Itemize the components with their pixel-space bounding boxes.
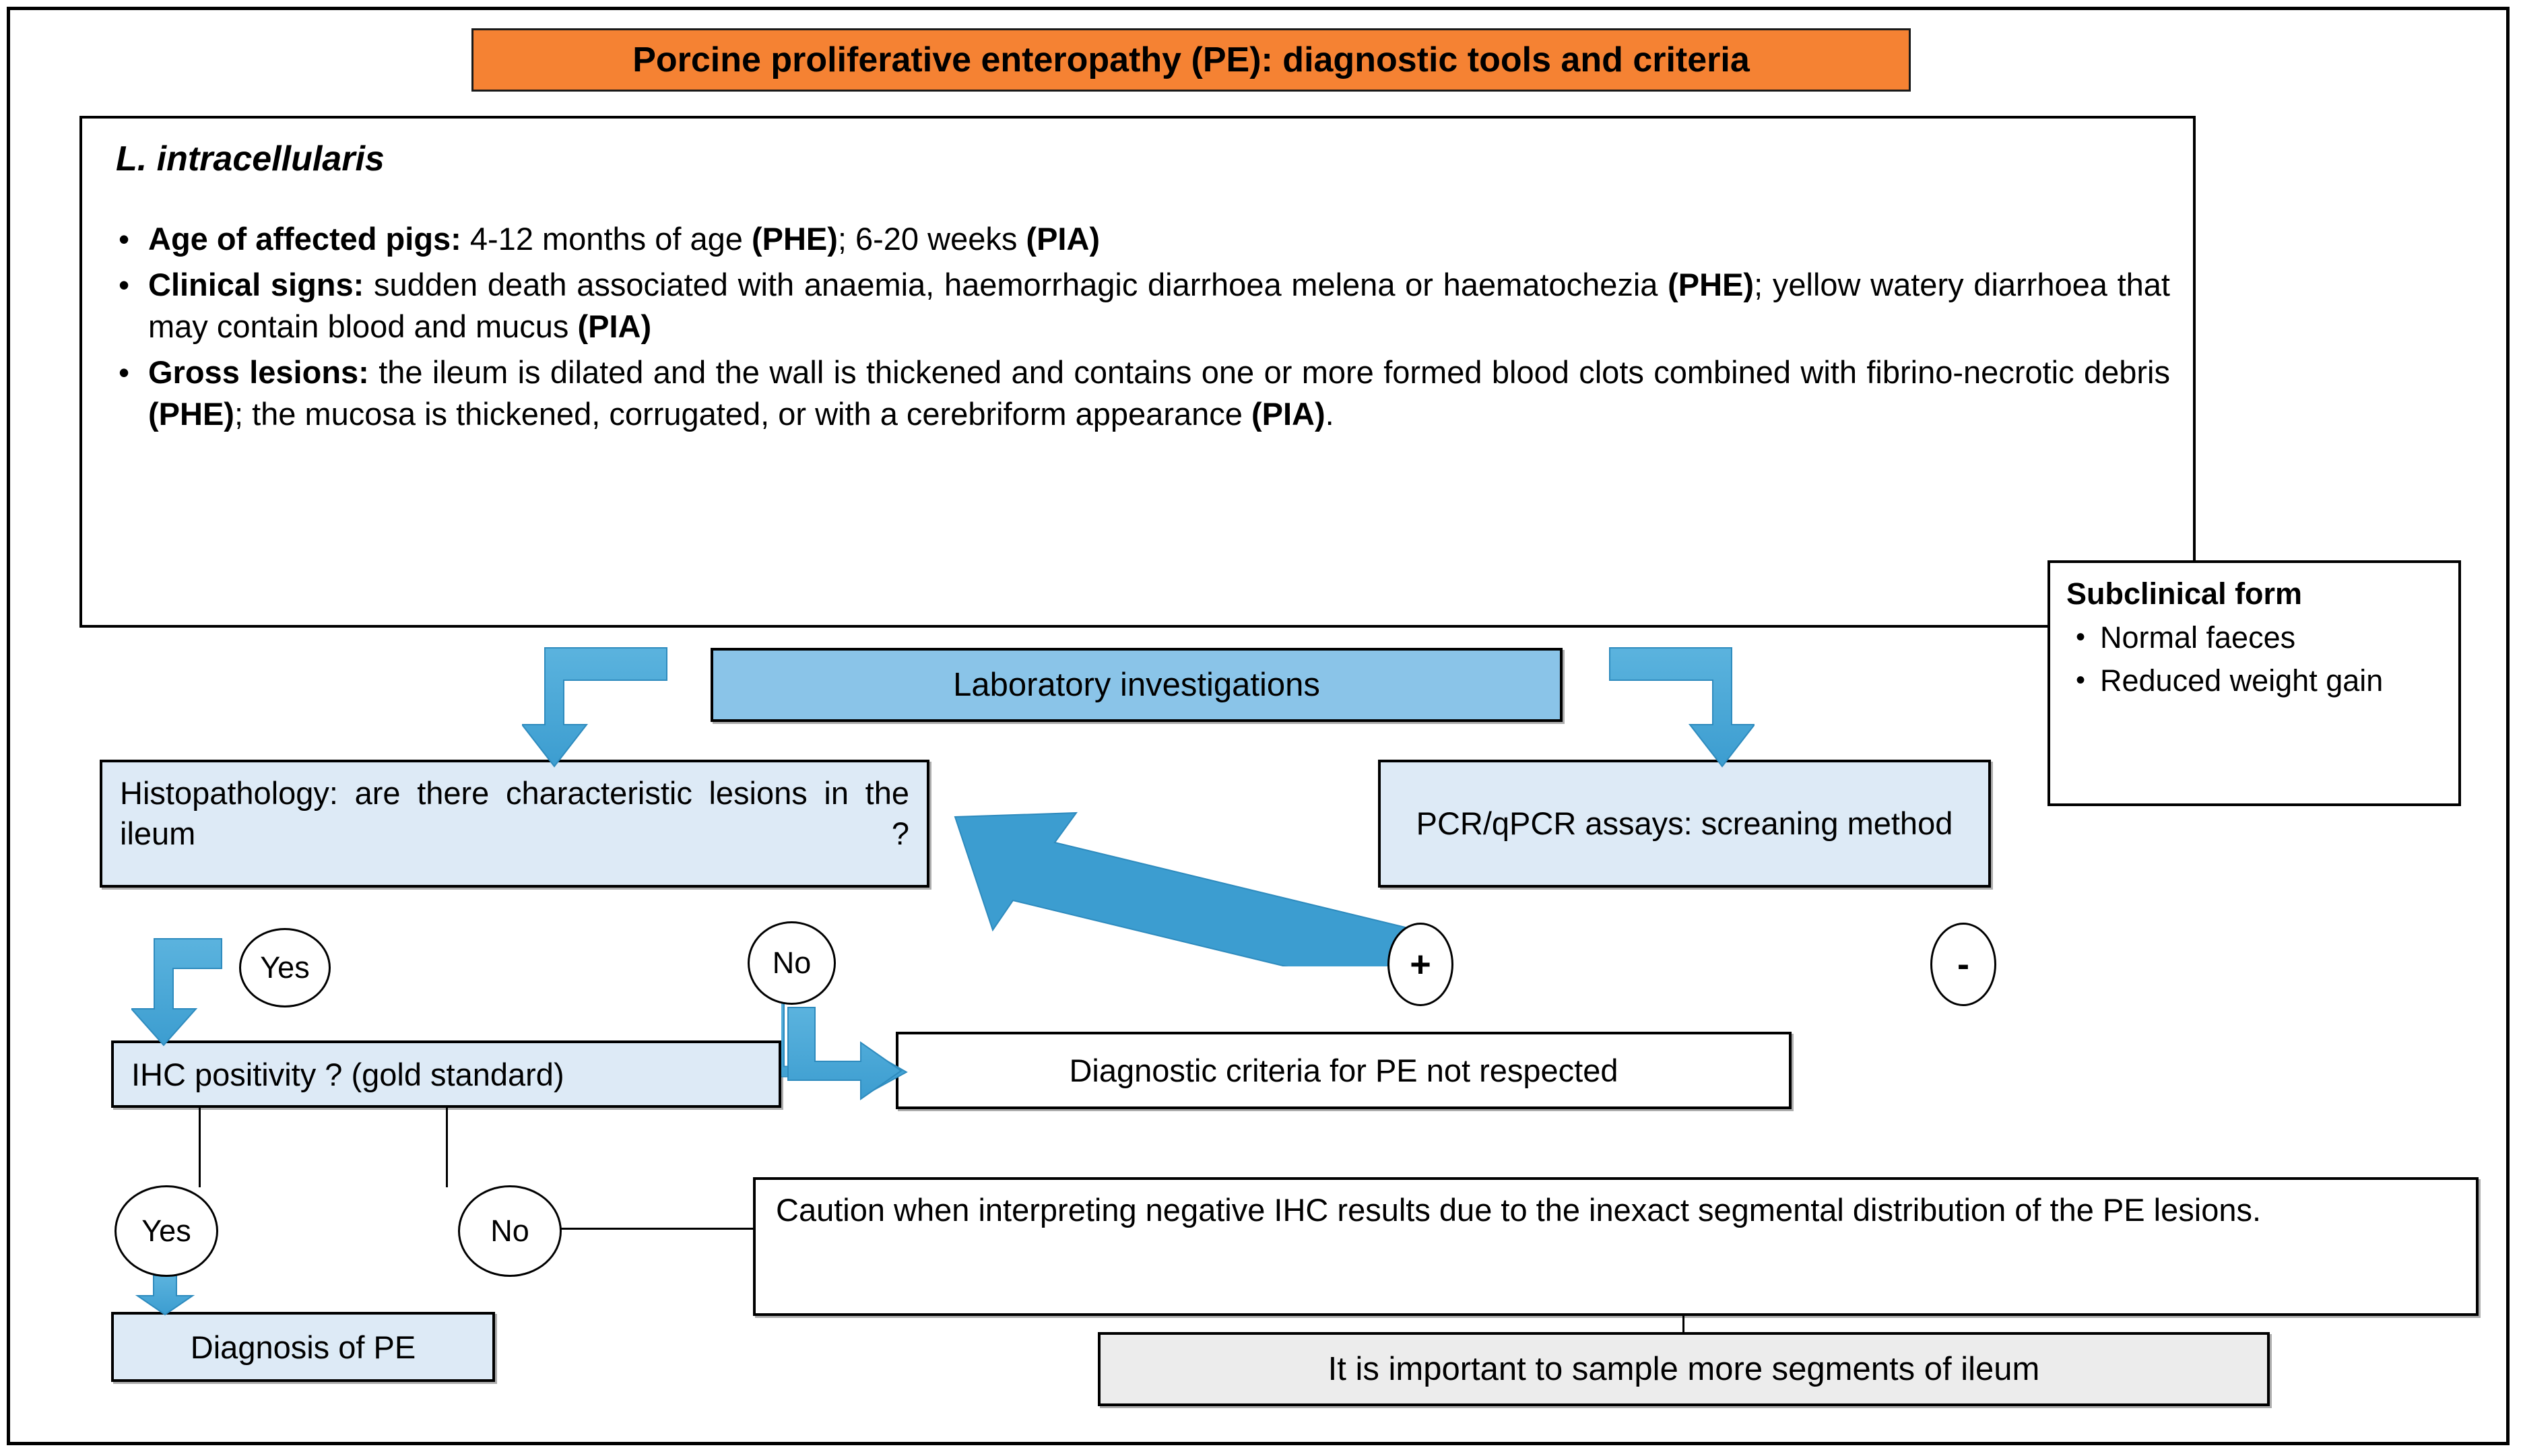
subclinical-item-label: Reduced weight gain [2100,663,2384,698]
page-title: Porcine proliferative enteropathy (PE): … [471,28,1911,92]
line-caution-to-sample [1682,1316,1684,1333]
decision-label-yes-histopathology: Yes [239,928,331,1007]
node-sample-more-segments[interactable]: It is important to sample more segments … [1098,1332,2270,1406]
line-ihc-to-no [199,1108,201,1187]
bullet-list: • Age of affected pigs: 4-12 months of ag… [106,218,2170,435]
decision-label-pcr-positive: + [1387,923,1453,1006]
bullet-text: Clinical signs: sudden death associated … [148,267,2170,344]
decision-label-pcr-negative: - [1930,923,1996,1006]
diagonal-arrow-pcr-to-histo [954,812,1418,966]
bullet-dot-icon: • [119,355,130,390]
subclinical-item-list: • Normal faeces • Reduced weight gain [2065,618,2449,700]
decision-label-no-histopathology: No [748,921,836,1005]
bullet-item: • Clinical signs: sudden death associated… [106,264,2170,348]
subclinical-item-label: Normal faeces [2100,620,2296,655]
elbow-arrow-right [1609,647,1755,768]
bullet-dot-icon: • [2076,665,2086,695]
node-diagnosis-of-pe[interactable]: Diagnosis of PE [111,1312,495,1382]
node-caution-label: Caution when interpreting negative IHC r… [776,1192,2262,1228]
subclinical-form-box: Subclinical form • Normal faeces • Reduced … [2047,560,2461,806]
node-laboratory-investigations[interactable]: Laboratory investigations [711,648,1563,722]
node-histopathology-label: Histopathology: are there characteristic… [120,775,909,851]
arrow-yes-to-diagnosis [135,1275,195,1316]
node-pcr-qpcr-assays[interactable]: PCR/qPCR assays: screaning method [1378,760,1991,888]
node-caution-note[interactable]: Caution when interpreting negative IHC r… [753,1177,2479,1316]
decision-label-yes-ihc: Yes [114,1185,218,1277]
elbow-arrow-yes-to-ihc [131,938,222,1047]
bullet-dot-icon: • [119,222,130,257]
subclinical-item: • Normal faeces [2065,618,2449,657]
organism-name: L. intracellularis [116,139,385,178]
bullet-item: • Age of affected pigs: 4-12 months of ag… [106,218,2170,260]
decision-label-no-ihc: No [458,1185,562,1277]
bullet-item: • Gross lesions: the ileum is dilated and… [106,352,2170,435]
l-intracellularis-info-box: L. intracellularis • Age of affected pigs… [79,116,2196,628]
bullet-text: Gross lesions: the ileum is dilated and … [148,354,2170,432]
elbow-arrow-left [522,647,667,768]
bullet-dot-icon: • [119,267,130,302]
line-ihc-to-yes [446,1108,448,1187]
node-ihc-positivity[interactable]: IHC positivity ? (gold standard) [111,1040,781,1108]
subclinical-item: • Reduced weight gain [2065,661,2449,700]
elbow-arrow-no-to-criteria [781,1003,908,1100]
bullet-text: Age of affected pigs: 4-12 months of age… [148,221,1101,257]
node-histopathology[interactable]: Histopathology: are there characteristic… [100,760,929,888]
subclinical-title: Subclinical form [2066,576,2303,611]
bullet-dot-icon: • [2076,622,2086,652]
line-no2-to-caution [558,1228,754,1230]
node-diagnostic-criteria-not-respected[interactable]: Diagnostic criteria for PE not respected [896,1032,1792,1109]
outer-border [7,7,2510,1445]
